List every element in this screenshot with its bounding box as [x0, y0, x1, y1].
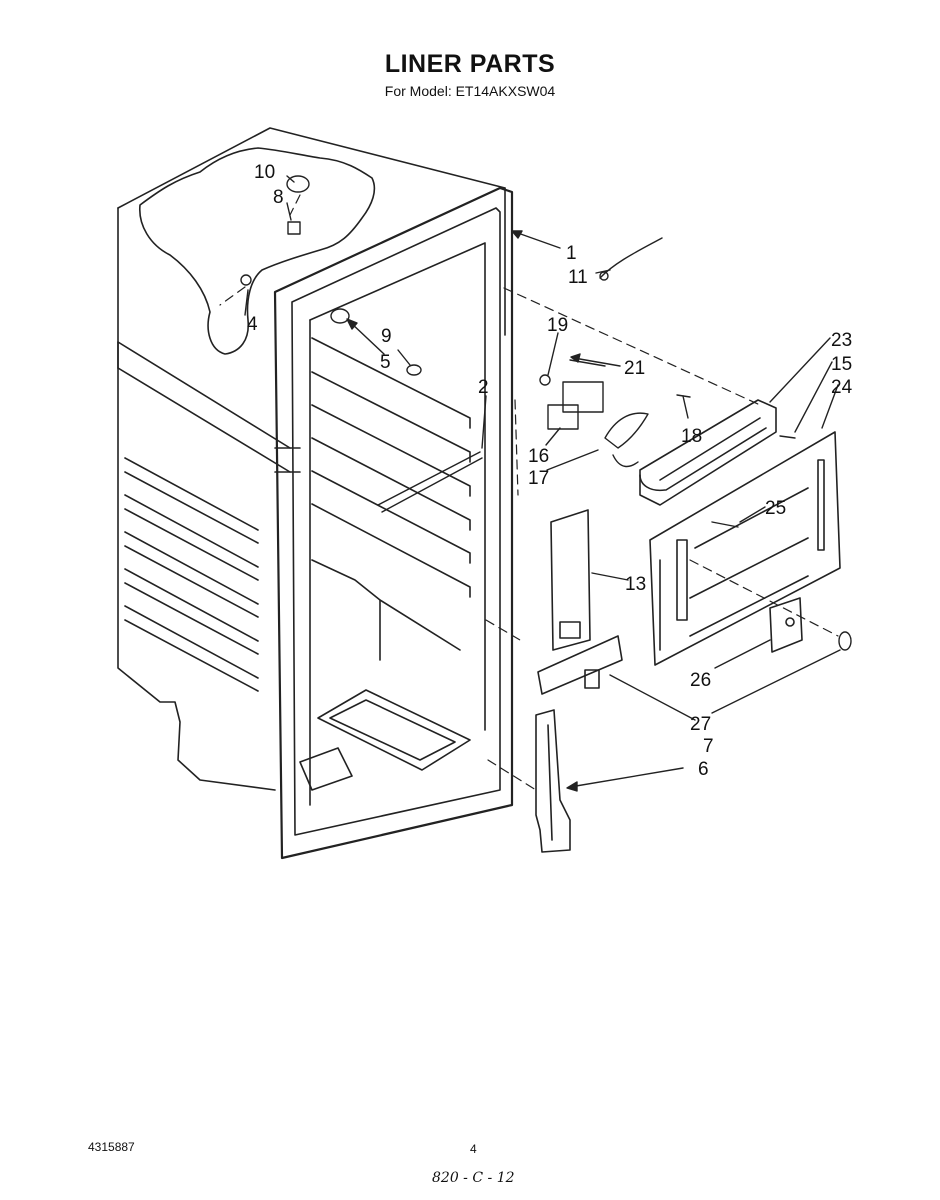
page-title: LINER PARTS	[384, 50, 556, 78]
callout-10: 10	[254, 162, 275, 183]
callout-labels: 10 8 4 9 5 2 1 11 19 21 18 16 17 23 15 2…	[247, 162, 853, 780]
page-number: 4	[470, 1142, 477, 1156]
channel-6	[535, 709, 571, 853]
reference-lines	[219, 194, 839, 791]
cover-7	[537, 635, 623, 695]
callout-9: 9	[381, 326, 392, 347]
plate-26	[769, 597, 803, 653]
air-duct-13	[550, 509, 591, 651]
callout-8: 8	[273, 187, 284, 208]
rear-panel-24	[649, 431, 841, 666]
callout-11: 11	[568, 267, 588, 288]
callout-19: 19	[547, 315, 568, 336]
callout-27: 27	[690, 714, 711, 735]
callout-5: 5	[380, 352, 391, 373]
callout-21: 21	[624, 358, 645, 379]
callout-1: 1	[566, 243, 577, 264]
callout-23: 23	[831, 330, 852, 351]
callout-2: 2	[478, 377, 489, 398]
callout-4: 4	[247, 314, 258, 335]
callout-7: 7	[703, 736, 714, 757]
callout-15: 15	[831, 354, 852, 375]
handwritten-code: 820 - C - 12	[432, 1170, 515, 1186]
callout-13: 13	[625, 574, 646, 595]
callout-16: 16	[528, 446, 549, 467]
callout-17: 17	[528, 468, 549, 489]
document-number: 4315887	[88, 1140, 135, 1154]
leader-lines	[244, 175, 841, 792]
liner-body	[117, 127, 514, 860]
hardware-parts	[240, 175, 852, 651]
callout-25: 25	[765, 498, 786, 519]
callout-26: 26	[690, 670, 711, 691]
callout-24: 24	[831, 377, 853, 398]
callout-18: 18	[681, 426, 702, 447]
model-subtitle: For Model: ET14AKXSW04	[384, 83, 556, 99]
vent-housing-23	[639, 399, 777, 506]
callout-6: 6	[698, 759, 709, 780]
